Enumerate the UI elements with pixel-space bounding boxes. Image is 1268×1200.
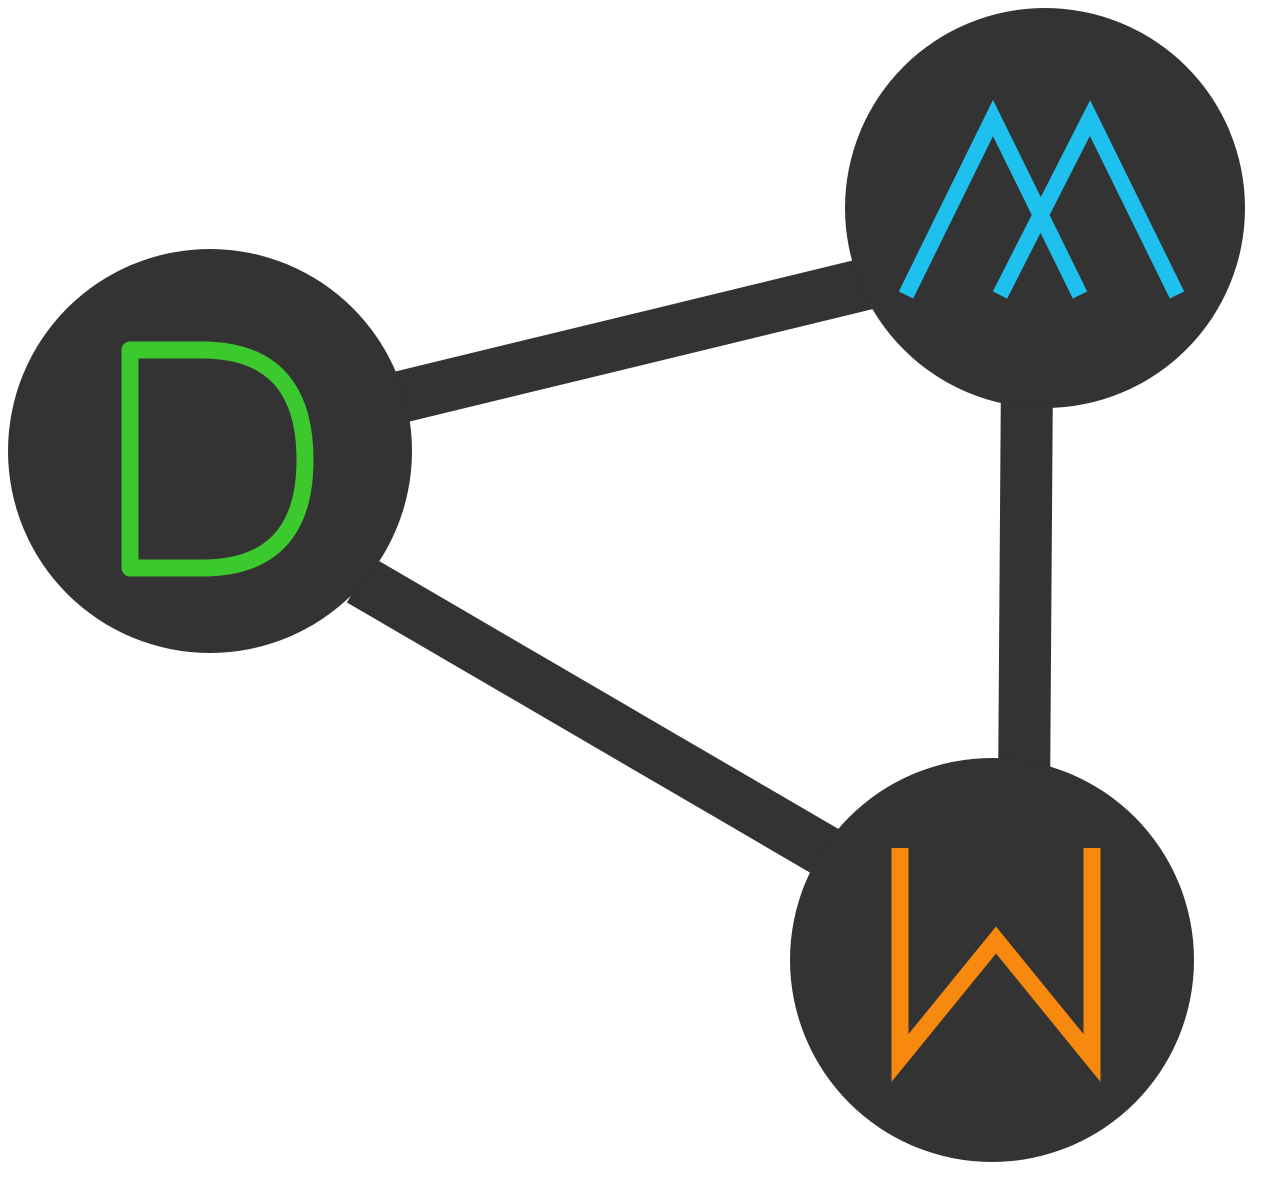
node-d-circle xyxy=(8,249,412,653)
logo-nodes xyxy=(8,8,1245,1162)
logo-edges xyxy=(346,257,1053,883)
letter-d-glyph: D xyxy=(121,341,314,577)
edge-d-m xyxy=(373,257,877,428)
letter-w-glyph: W xyxy=(891,848,1101,1082)
letter-m-glyph: M xyxy=(898,99,1185,299)
edge-m-w xyxy=(998,369,1053,801)
edge-d-w xyxy=(346,557,854,883)
node-w-circle xyxy=(790,758,1194,1162)
